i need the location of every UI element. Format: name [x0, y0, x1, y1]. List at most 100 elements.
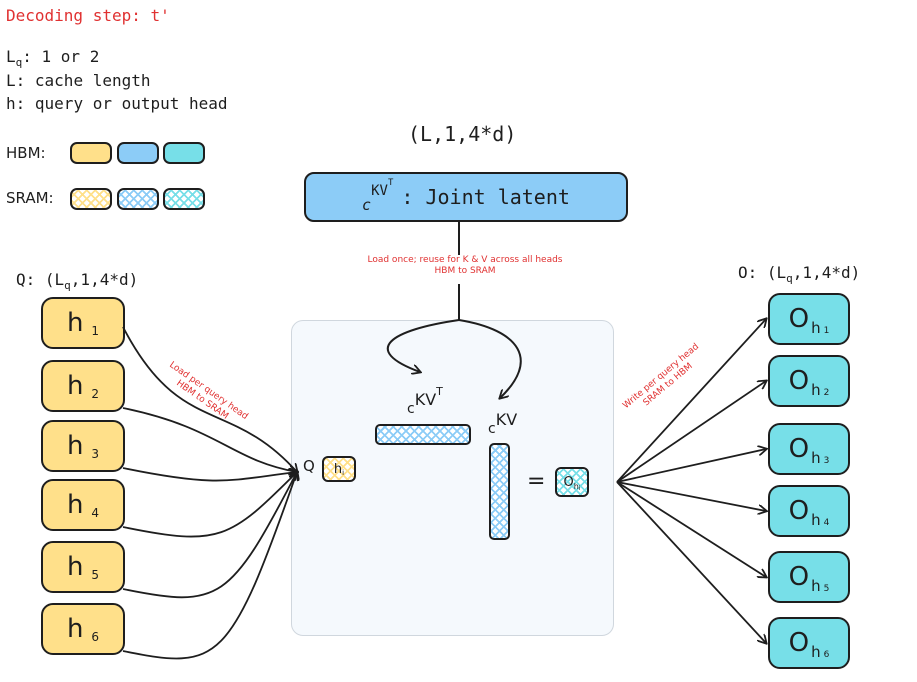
- latent-shape-label: (L,1,4*d): [408, 122, 517, 146]
- query-arrow-5: [122, 472, 297, 599]
- query-head-base: h: [66, 552, 84, 582]
- definition-symbol: Lq: [6, 47, 23, 70]
- output-arrow-4: [616, 481, 766, 511]
- definition-h: h: query or output head: [6, 94, 228, 113]
- arrow-to-ckvt: [386, 319, 460, 372]
- latent-note-line2: HBM to SRAM: [434, 266, 496, 276]
- output-head-subsub: 6: [823, 650, 830, 660]
- output-head-base: O: [788, 304, 810, 334]
- definition-symbol: L: [6, 71, 16, 90]
- definition-text: : cache length: [15, 71, 151, 90]
- query-head-sub: 6: [91, 630, 100, 644]
- compute-q-head-base: h: [333, 461, 343, 477]
- query-arrow-6: [122, 472, 297, 660]
- definition-lq: Lq: 1 or 2: [6, 47, 99, 69]
- legend-hbm-yellow-swatch: [70, 142, 112, 164]
- latent-note-line1: Load once; reuse for K & V across all he…: [367, 255, 563, 265]
- output-head-subsub: 1: [823, 326, 830, 336]
- output-arrow-3: [616, 449, 766, 483]
- ckvt-matrix: [375, 424, 471, 445]
- output-head-subsub: 2: [823, 388, 830, 398]
- query-arrow-2: [122, 407, 297, 472]
- latent-symbol-sup2: T: [387, 178, 394, 188]
- ckv-matrix: [489, 443, 510, 540]
- output-head-subsub: 3: [823, 456, 830, 466]
- output-arrow-1: [616, 319, 766, 483]
- compute-out-sub: h: [573, 481, 579, 491]
- ckvt-label: cKVT: [407, 385, 443, 417]
- query-shape-label: Q: (Lq,1,4*d): [16, 270, 139, 293]
- compute-out-base: O: [563, 474, 574, 490]
- output-head-subsub: 5: [823, 584, 830, 594]
- latent-symbol-sup: KV: [371, 183, 388, 199]
- ckv-label: cKV: [488, 410, 518, 437]
- ckv-base: c: [488, 421, 496, 437]
- query-head-sub: 3: [91, 447, 100, 461]
- definition-l: L: cache length: [6, 71, 151, 90]
- legend-sram-blue-swatch: [117, 188, 159, 210]
- joint-latent-box: c KV T : Joint latent: [304, 172, 628, 222]
- latent-symbol-base: c: [362, 196, 372, 214]
- decoding-step-title: Decoding step: t': [6, 6, 170, 25]
- legend-hbm-cyan-swatch: [163, 142, 205, 164]
- output-head-base: O: [788, 496, 810, 526]
- query-arrow-3: [122, 467, 297, 482]
- legend-hbm-blue-swatch: [117, 142, 159, 164]
- output-head-base: O: [788, 562, 810, 592]
- compute-out-subsub: i: [578, 484, 581, 492]
- equals-sign: =: [527, 469, 546, 494]
- output-arrow-5: [616, 481, 766, 577]
- query-arrow-1: [122, 326, 297, 472]
- latent-label: : Joint latent: [401, 185, 570, 209]
- ckvt-sup2: T: [436, 385, 443, 398]
- query-head-sub: 4: [91, 506, 100, 520]
- output-arrow-6: [616, 481, 766, 643]
- output-arrow-2: [616, 381, 766, 483]
- output-head-subsub: 4: [823, 518, 830, 528]
- output-head-base: O: [788, 366, 810, 396]
- definition-text: : 1 or 2: [22, 47, 100, 66]
- query-head-base: h: [66, 431, 84, 461]
- definition-symbol: h: [6, 94, 16, 113]
- output-head-base: O: [788, 628, 810, 658]
- output-head-base: O: [788, 434, 810, 464]
- query-head-base: h: [66, 490, 84, 520]
- query-head-sub: 2: [91, 387, 100, 401]
- query-head-base: h: [66, 371, 84, 401]
- compute-q-label: Q: [303, 457, 315, 475]
- arrow-to-ckv: [458, 319, 522, 398]
- ckv-sup: KV: [495, 410, 518, 429]
- query-arrow-4: [122, 472, 297, 538]
- query-head-sub: 1: [91, 324, 100, 338]
- ckvt-sup: KV: [414, 390, 437, 409]
- query-head-base: h: [66, 308, 84, 338]
- ckvt-base: c: [407, 401, 415, 417]
- output-shape-label: O: (Lq,1,4*d): [738, 263, 861, 286]
- query-head-sub: 5: [91, 568, 100, 582]
- legend-hbm-label: HBM:: [6, 144, 46, 162]
- query-head-base: h: [66, 614, 84, 644]
- legend-sram-label: SRAM:: [6, 189, 54, 207]
- definition-text: : query or output head: [15, 94, 228, 113]
